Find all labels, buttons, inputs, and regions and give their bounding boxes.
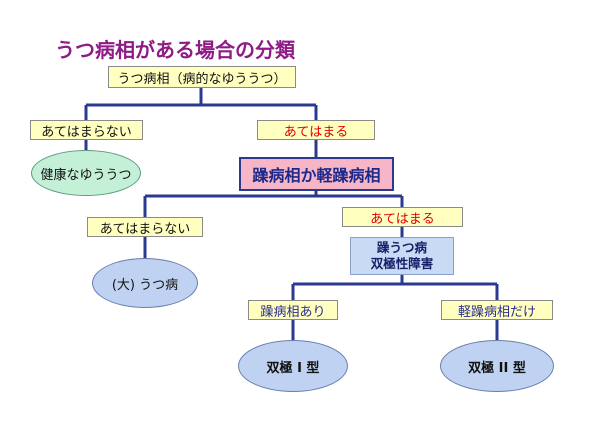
bipolar-type1-node: 双極 I 型 bbox=[238, 340, 348, 392]
healthy-depression-node: 健康なゆううつ bbox=[31, 150, 141, 196]
major-depression-node: (大) うつ病 bbox=[92, 258, 198, 308]
level3-right-label: 軽躁病相だけ bbox=[441, 300, 553, 320]
bipolar-type2-node: 双極 II 型 bbox=[440, 340, 554, 392]
level2-yes-label: あてはまる bbox=[342, 207, 463, 227]
manic-or-hypomanic-node: 躁病相か軽躁病相 bbox=[239, 157, 394, 191]
bipolar-line1: 躁うつ病 bbox=[376, 240, 427, 255]
bipolar-line2: 双極性障害 bbox=[370, 256, 434, 271]
bipolar-disorder-node: 躁うつ病 双極性障害 bbox=[350, 237, 454, 275]
level1-no-label: あてはまらない bbox=[30, 120, 143, 140]
root-node: うつ病相（病的なゆううつ） bbox=[108, 66, 296, 88]
level2-no-label: あてはまらない bbox=[87, 217, 203, 237]
page-title: うつ病相がある場合の分類 bbox=[55, 38, 295, 62]
level1-yes-label: あてはまる bbox=[257, 120, 375, 140]
level3-left-label: 躁病相あり bbox=[248, 300, 338, 320]
